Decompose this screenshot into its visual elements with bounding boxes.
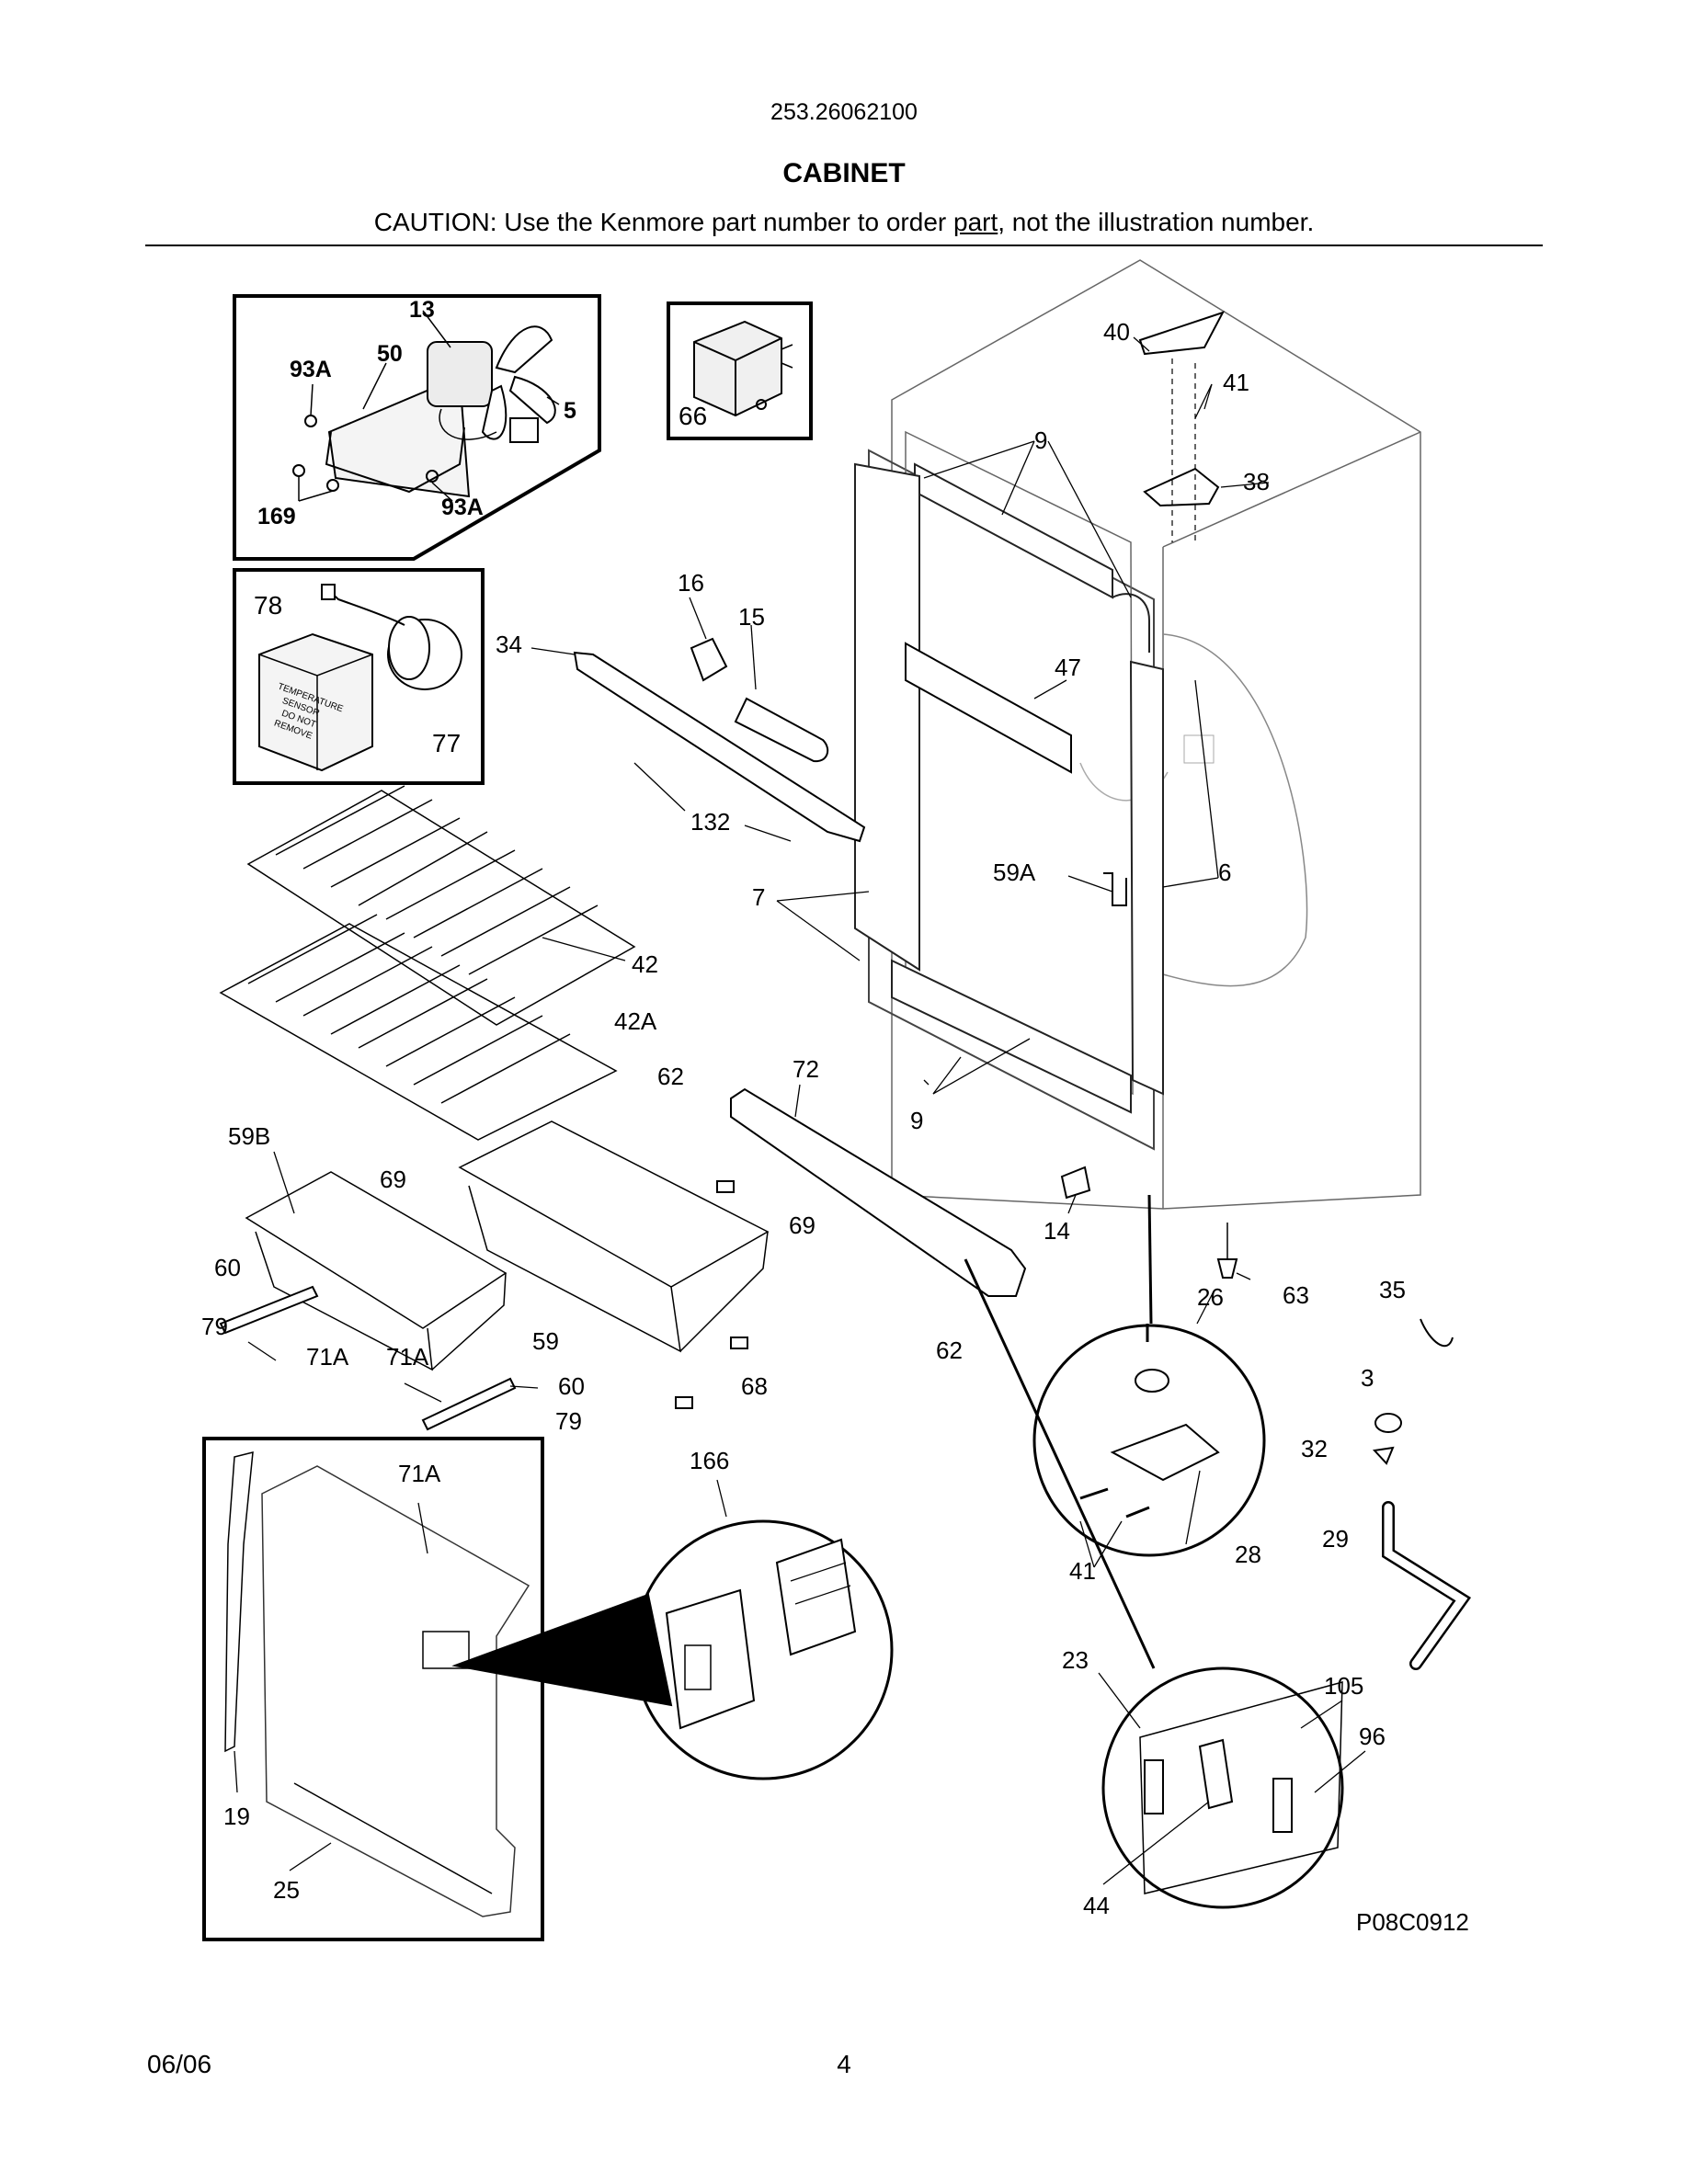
callout-62-bottom: 62	[936, 1337, 963, 1364]
callout-42A: 42A	[614, 1007, 657, 1035]
callout-59B: 59B	[228, 1122, 270, 1150]
callout-132: 132	[690, 808, 730, 836]
callout-23: 23	[1062, 1646, 1089, 1674]
callout-59A: 59A	[993, 859, 1036, 886]
label-fan-motor-93A-bottom: 93A	[441, 495, 484, 520]
callout-16: 16	[678, 569, 704, 597]
wire-shelves	[219, 785, 636, 1141]
tube-15	[734, 697, 829, 763]
clip-59A	[1103, 872, 1127, 906]
callout-59: 59	[532, 1327, 559, 1355]
callout-40: 40	[1103, 318, 1130, 346]
section-title: CABINET	[782, 158, 906, 188]
detail-circle-control	[633, 1519, 894, 1780]
callout-9-bottom: 9	[910, 1107, 923, 1134]
callout-71A-left: 71A	[306, 1343, 349, 1371]
label-relay-66: 66	[679, 402, 707, 430]
callout-3: 3	[1361, 1364, 1374, 1392]
caution-text-end: , not the illustration number.	[998, 208, 1315, 236]
callout-19: 19	[223, 1803, 250, 1830]
callout-35: 35	[1379, 1276, 1406, 1303]
callout-6: 6	[1218, 859, 1231, 886]
callout-79-left: 79	[201, 1313, 228, 1340]
callout-63: 63	[1283, 1281, 1309, 1309]
caution-note: CAUTION: Use the Kenmore part number to …	[0, 208, 1688, 237]
callout-41-top: 41	[1223, 369, 1249, 396]
inset-relay	[667, 301, 813, 440]
inset-fan-motor	[233, 294, 601, 561]
rail-71A-right	[421, 1377, 517, 1431]
model-number: 253.26062100	[770, 99, 918, 125]
inset-sensor	[233, 568, 485, 785]
hinge-38	[1143, 467, 1220, 507]
caution-underlined-word: part	[953, 208, 998, 236]
callout-9-top: 9	[1034, 427, 1047, 454]
label-fan-motor-93A-top: 93A	[290, 357, 332, 382]
detail-circle-switches	[964, 1258, 1344, 1909]
callout-96: 96	[1359, 1723, 1386, 1750]
callout-25: 25	[273, 1876, 300, 1904]
callout-60-right: 60	[558, 1372, 585, 1400]
wire-baskets	[245, 1120, 770, 1371]
callout-71A-panel: 71A	[398, 1460, 441, 1487]
callout-166: 166	[690, 1447, 729, 1474]
callout-47: 47	[1055, 654, 1081, 681]
callout-38: 38	[1243, 468, 1270, 495]
footer-date: 06/06	[147, 2050, 212, 2078]
callout-69-right: 69	[789, 1211, 815, 1239]
callout-15: 15	[738, 603, 765, 631]
callout-44: 44	[1083, 1892, 1110, 1919]
diagram-code: P08C0912	[1356, 1908, 1469, 1936]
caution-text-start: CAUTION: Use the Kenmore part number to …	[373, 208, 953, 236]
inset-rear-panel	[202, 1437, 673, 1941]
callout-26: 26	[1197, 1283, 1224, 1311]
footer-page-number: 4	[837, 2050, 851, 2078]
label-sensor-77: 77	[432, 729, 461, 757]
callout-72: 72	[793, 1055, 819, 1083]
label-fan-motor-13: 13	[409, 297, 435, 323]
callout-14: 14	[1044, 1217, 1070, 1245]
callout-71A-mid: 71A	[386, 1343, 429, 1371]
grille-72	[730, 1087, 1027, 1297]
callout-69-left: 69	[380, 1166, 406, 1193]
label-fan-motor-50: 50	[377, 341, 403, 367]
rail-71A-left	[219, 1285, 319, 1335]
callout-60-left: 60	[214, 1254, 241, 1281]
callout-62-top: 62	[657, 1063, 684, 1090]
callout-28: 28	[1235, 1541, 1261, 1568]
callout-42: 42	[632, 950, 658, 978]
callout-79-right: 79	[555, 1407, 582, 1435]
bracket-47	[905, 642, 1072, 774]
callout-29: 29	[1322, 1525, 1349, 1553]
callout-105: 105	[1324, 1672, 1363, 1700]
detail-circle-hinge	[1032, 1194, 1266, 1557]
header-rule	[145, 245, 1543, 246]
callout-7: 7	[752, 883, 765, 911]
hinge-cover-40	[1138, 311, 1226, 356]
gasket-strips	[854, 462, 1164, 1114]
label-sensor-78: 78	[254, 591, 282, 620]
label-fan-motor-5: 5	[564, 398, 576, 424]
label-fan-motor-169: 169	[257, 504, 296, 529]
callout-34: 34	[496, 631, 522, 658]
callout-68: 68	[741, 1372, 768, 1400]
clip-16	[690, 637, 728, 682]
callout-41-bottom: 41	[1069, 1557, 1096, 1585]
channel-34	[573, 651, 866, 843]
callout-32: 32	[1301, 1435, 1328, 1462]
